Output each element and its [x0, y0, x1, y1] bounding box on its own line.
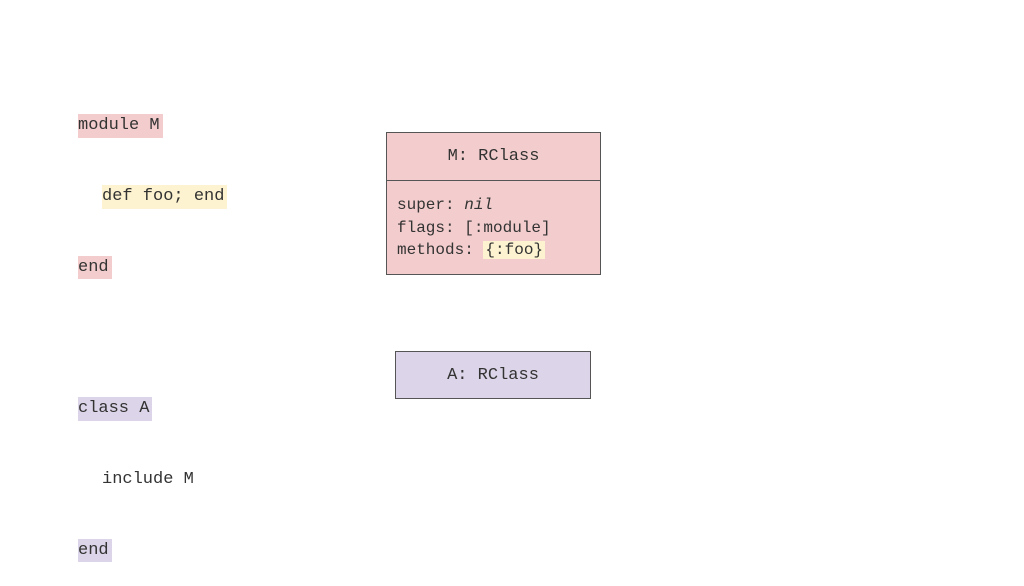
module-m-rclass-title: M: RClass	[387, 133, 600, 181]
ruby-code-snippet: module M def foo; end end class A includ…	[78, 67, 228, 586]
module-end-highlight: end	[78, 255, 112, 280]
code-line-module-end: end	[78, 255, 227, 280]
code-line-module-decl: module M	[78, 114, 227, 138]
super-value: nil	[464, 196, 494, 214]
methods-value: {:foo}	[483, 241, 546, 259]
module-m-rclass-fields: super: nil flags: [:module] methods: {:foo…	[387, 181, 600, 262]
code-line-method-def: def foo; end	[78, 184, 228, 209]
flags-field: flags: [:module]	[397, 218, 551, 237]
super-field: super: nil	[397, 196, 494, 214]
code-line-class-end: end	[78, 538, 227, 563]
method-def-highlight: def foo; end	[102, 184, 228, 209]
class-end-highlight: end	[78, 538, 112, 563]
class-a-rclass-box: A: RClass	[395, 351, 591, 399]
module-m-rclass-box: M: RClass super: nil flags: [:module] meth…	[386, 132, 601, 275]
code-line-blank	[78, 327, 227, 351]
class-keyword-highlight: class A	[78, 397, 153, 421]
methods-field: methods: {:foo}	[397, 241, 546, 259]
module-keyword-highlight: module M	[78, 114, 163, 138]
code-line-include: include M	[78, 468, 227, 492]
include-statement: include M	[102, 470, 194, 490]
code-line-class-decl: class A	[78, 397, 227, 421]
